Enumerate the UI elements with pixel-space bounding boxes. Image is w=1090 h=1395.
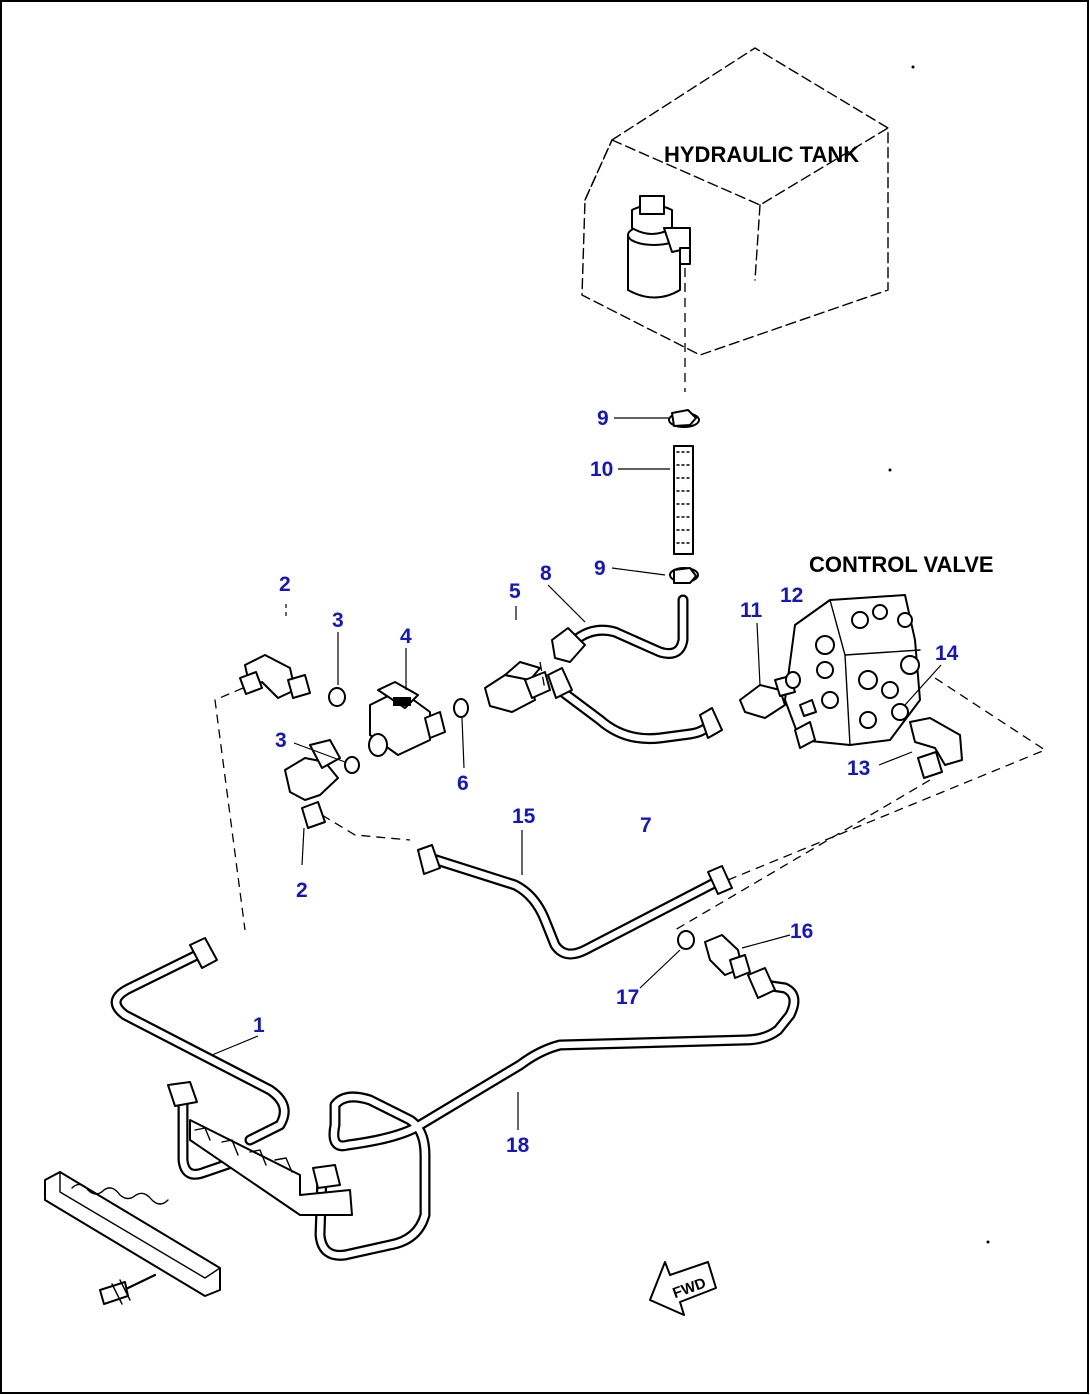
control-valve bbox=[784, 594, 921, 749]
adapter-sixteen bbox=[704, 934, 751, 979]
callout-4: 4 bbox=[400, 625, 412, 648]
callout-3-top: 3 bbox=[332, 609, 344, 632]
specks bbox=[888, 65, 990, 1244]
elbow-fitting-top bbox=[239, 654, 311, 699]
callout-3-bottom: 3 bbox=[275, 729, 287, 752]
callout-6: 6 bbox=[457, 772, 469, 795]
callout-10: 10 bbox=[590, 458, 613, 481]
callout-13: 13 bbox=[847, 757, 870, 780]
o-ring-twelve bbox=[785, 671, 801, 689]
pipe-nuts bbox=[167, 627, 776, 1189]
callout-16: 16 bbox=[790, 920, 813, 943]
suction-hose bbox=[673, 445, 694, 555]
callout-9-top: 9 bbox=[597, 407, 609, 430]
shut-off-valve bbox=[368, 681, 446, 757]
o-ring-seventeen bbox=[677, 930, 695, 950]
callout-12: 12 bbox=[780, 584, 803, 607]
hydraulic-tank-label: HYDRAULIC TANK bbox=[664, 142, 859, 167]
o-ring-fourteen bbox=[891, 703, 909, 721]
callout-17: 17 bbox=[616, 986, 639, 1009]
elbow-fitting-thirteen bbox=[909, 717, 963, 779]
dashed-connections bbox=[214, 661, 1047, 931]
hydraulic-tank bbox=[581, 47, 889, 356]
callout-7: 7 bbox=[640, 814, 652, 837]
hose-clamp-bottom bbox=[669, 567, 699, 584]
callout-15: 15 bbox=[512, 805, 536, 828]
callout-8: 8 bbox=[540, 562, 552, 585]
pipes bbox=[110, 594, 800, 1261]
callout-14: 14 bbox=[935, 642, 959, 665]
o-ring-bottom bbox=[344, 756, 360, 774]
callout-1: 1 bbox=[253, 1014, 265, 1037]
leader-lines bbox=[211, 417, 942, 1130]
o-ring-six bbox=[453, 698, 469, 718]
callout-9-bottom: 9 bbox=[594, 557, 606, 580]
callout-2-top: 2 bbox=[279, 573, 291, 596]
callout-2-bottom: 2 bbox=[296, 879, 308, 902]
o-ring-top bbox=[328, 687, 346, 707]
tee-connector bbox=[484, 661, 551, 713]
forward-arrow-icon: FWD bbox=[649, 1261, 717, 1316]
callout-18: 18 bbox=[506, 1134, 530, 1157]
callout-11: 11 bbox=[740, 599, 763, 622]
mounting-bracket bbox=[44, 1119, 353, 1305]
hose-clamp-top bbox=[668, 409, 700, 428]
elbow-fitting-bottom bbox=[284, 739, 341, 829]
callouts: 1 2 2 3 3 4 5 6 7 8 9 9 10 11 12 13 14 1… bbox=[253, 407, 959, 1157]
control-valve-label: CONTROL VALVE bbox=[809, 552, 994, 577]
callout-5: 5 bbox=[509, 580, 521, 603]
